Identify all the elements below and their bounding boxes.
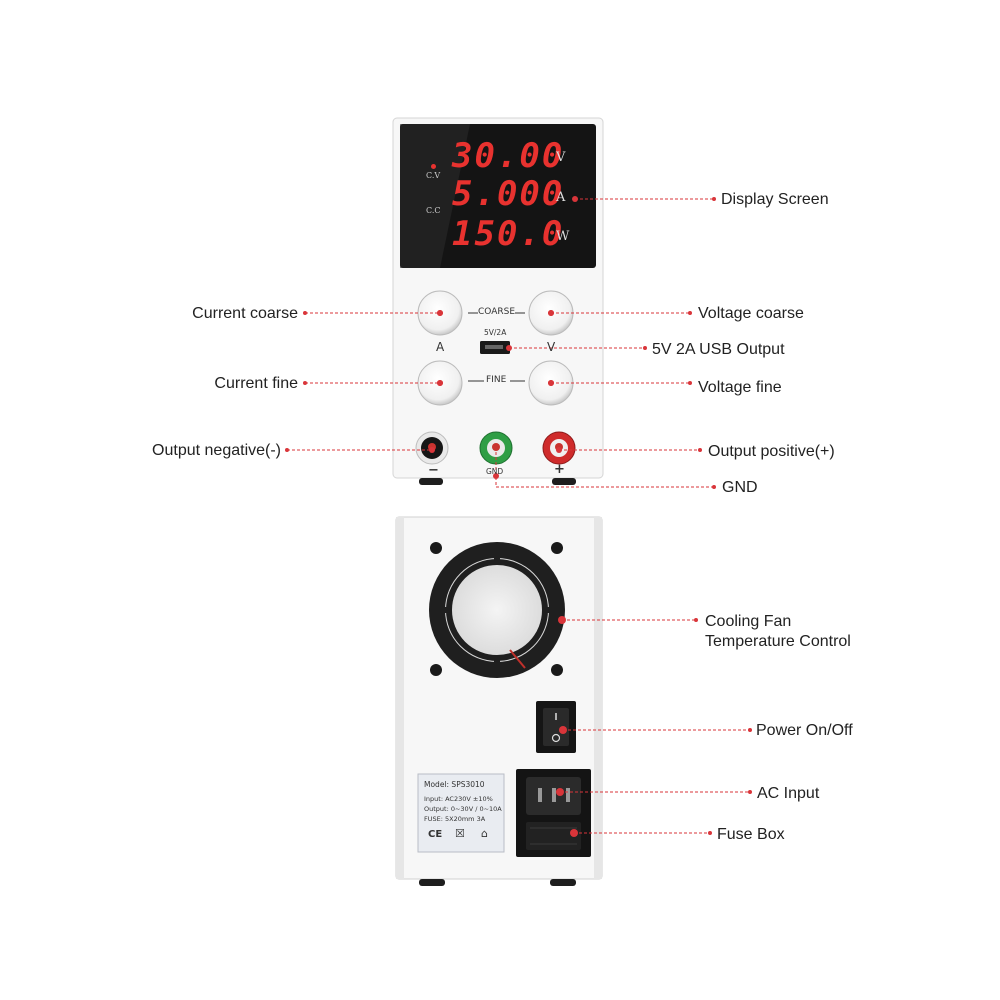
callout-display-screen: Display Screen	[721, 191, 829, 208]
callout-ac-input: AC Input	[757, 785, 820, 802]
callout-output-negative: Output negative(-)	[152, 442, 281, 459]
callout-gnd: GND	[722, 479, 758, 496]
house-icon: ⌂	[481, 827, 488, 840]
leader-lines	[287, 198, 750, 834]
usb-spec-label: 5V/2A	[484, 328, 507, 337]
callout-voltage-coarse: Voltage coarse	[698, 305, 804, 322]
nameplate-input: Input: AC230V ±10%	[424, 795, 493, 803]
nameplate	[417, 773, 505, 853]
nameplate-fuse: FUSE: 5X20mm 3A	[424, 815, 486, 823]
callout-current-fine: Current fine	[214, 375, 298, 392]
fine-label: FINE	[486, 375, 507, 385]
callout-output-positive: Output positive(+)	[708, 443, 835, 460]
current-readout: 5.000	[452, 174, 565, 214]
callout-cooling-fan: Cooling Fan	[705, 613, 792, 630]
unit-a: A	[556, 190, 566, 205]
weee-icon: ☒	[455, 827, 465, 840]
cc-indicator: C.C	[426, 206, 441, 215]
ce-mark: CE	[428, 829, 443, 840]
front-unit	[392, 117, 604, 485]
callout-voltage-fine: Voltage fine	[698, 379, 782, 396]
neg-symbol: −	[428, 463, 439, 478]
callout-power-switch: Power On/Off	[756, 722, 853, 739]
cv-indicator: C.V	[426, 171, 441, 180]
coarse-label: COARSE	[478, 307, 516, 317]
unit-v: V	[556, 150, 566, 165]
leader-dots	[285, 196, 752, 837]
pos-symbol: +	[554, 462, 565, 477]
knob-v-label: V	[547, 340, 556, 354]
callout-fuse-box: Fuse Box	[717, 826, 785, 843]
callout-temperature-control: Temperature Control	[705, 633, 851, 650]
callout-usb-output: 5V 2A USB Output	[652, 341, 785, 358]
cv-led	[431, 164, 436, 169]
callout-current-coarse: Current coarse	[192, 305, 298, 322]
gnd-symbol: GND	[486, 467, 504, 476]
nameplate-output: Output: 0~30V / 0~10A	[424, 805, 502, 813]
nameplate-model: Model: SPS3010	[424, 780, 485, 789]
power-readout: 150.0	[452, 214, 565, 254]
voltage-readout: 30.00	[452, 136, 565, 176]
back-unit	[395, 516, 603, 886]
fuse-box[interactable]	[526, 822, 581, 850]
unit-w: W	[556, 229, 570, 244]
knob-a-label: A	[436, 340, 445, 354]
